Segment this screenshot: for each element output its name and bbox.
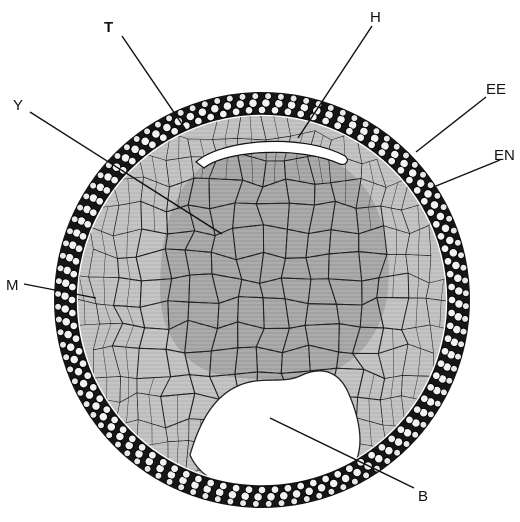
label-EE: EE — [486, 81, 506, 98]
label-Y: Y — [13, 97, 23, 114]
label-M: M — [6, 277, 19, 294]
label-EN: EN — [494, 147, 515, 164]
label-H: H — [370, 9, 381, 26]
leader-EE — [416, 97, 486, 152]
label-B: B — [418, 488, 428, 505]
leader-EN — [436, 160, 500, 186]
leader-T — [122, 36, 186, 130]
label-T: T — [104, 19, 113, 36]
